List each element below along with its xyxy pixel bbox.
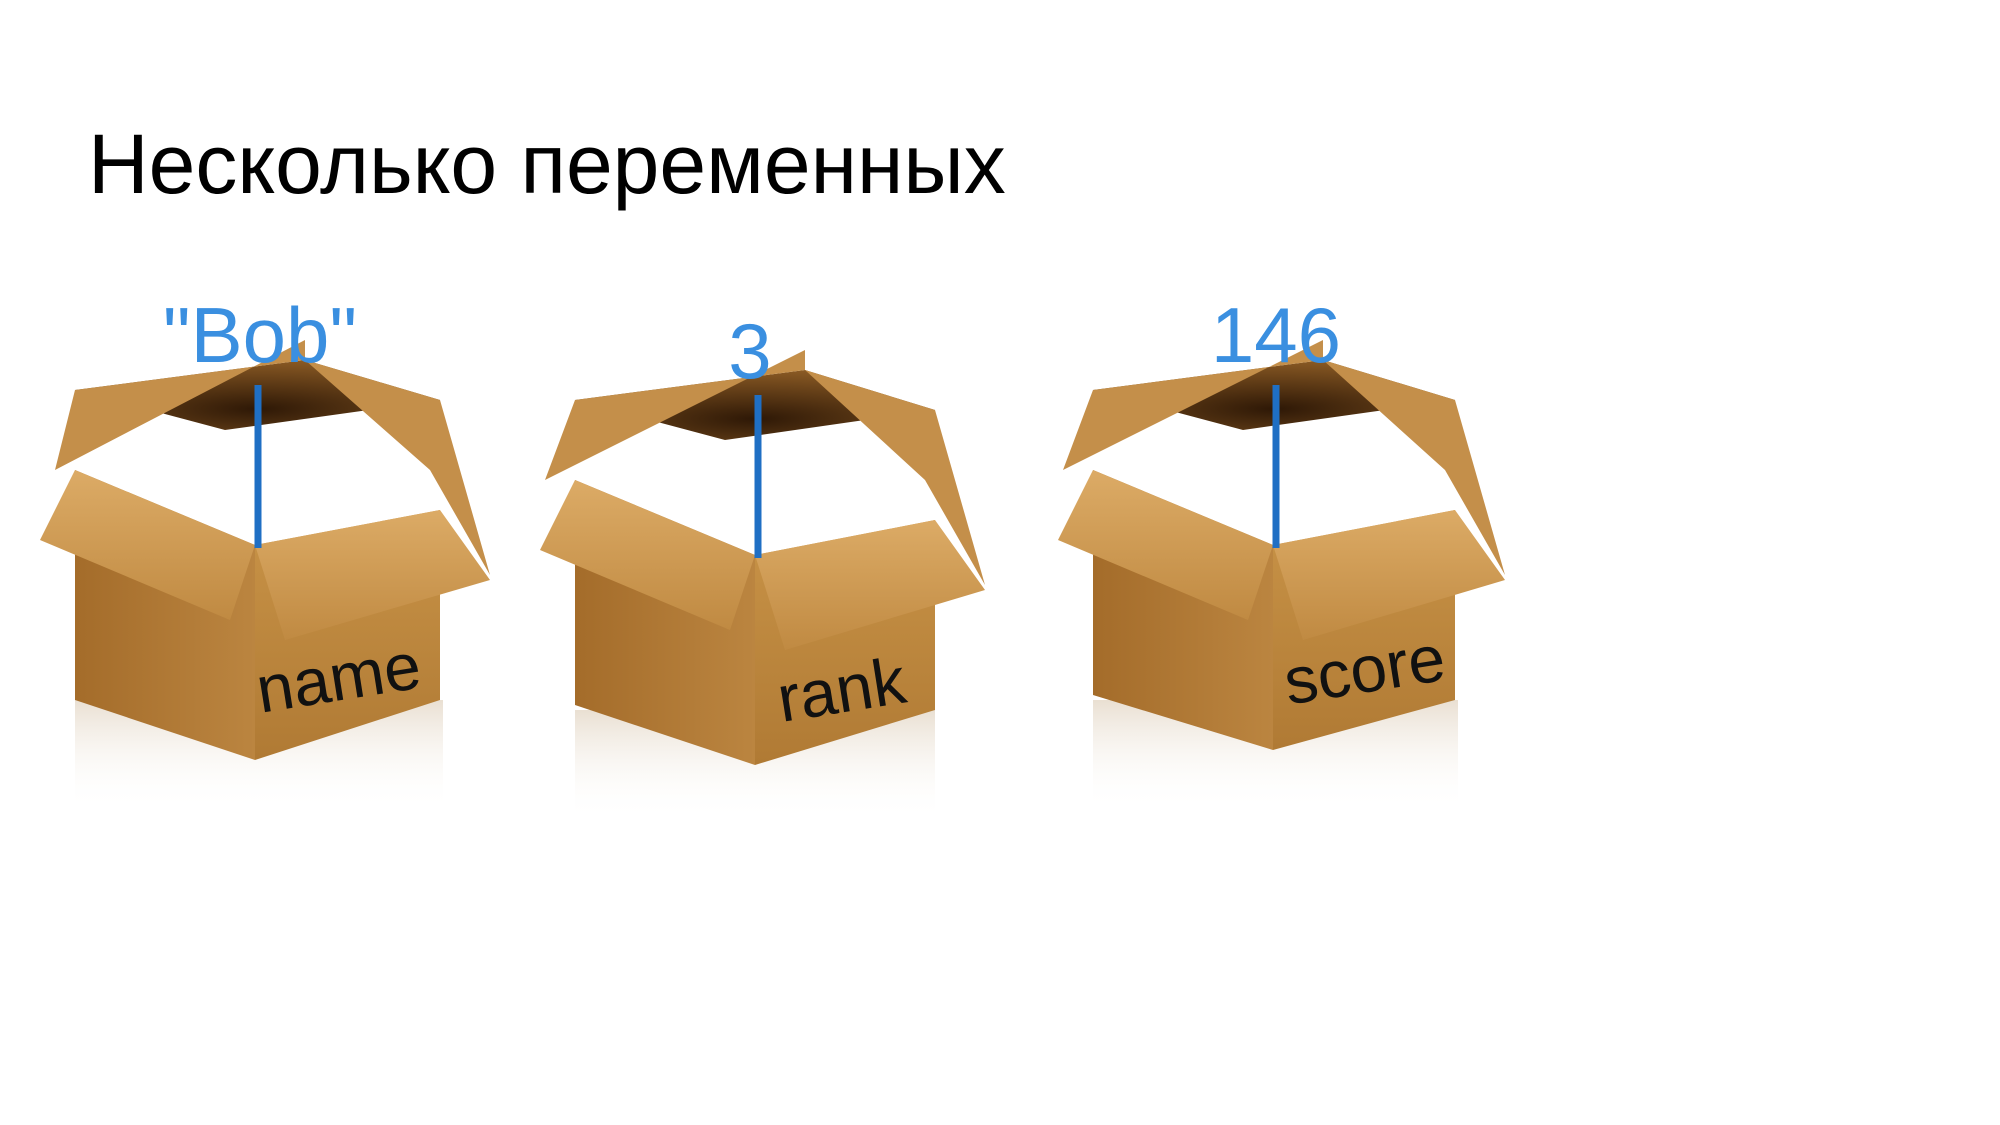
box-flap-right <box>1273 510 1505 640</box>
box-back-flap-left <box>1063 340 1323 470</box>
box-flap-left <box>540 480 755 630</box>
variable-box-score: 146 score <box>1058 291 1505 810</box>
box-flap-left <box>40 470 255 620</box>
box-back-flap-right <box>1323 360 1505 575</box>
variable-box-rank: 3 rank <box>540 307 985 820</box>
box-back-flap-right <box>305 360 490 575</box>
variable-value: 146 <box>1211 291 1341 379</box>
box-back-flap-right <box>805 370 985 585</box>
box-flap-right <box>255 510 490 640</box>
variable-value: "Bob" <box>163 291 357 379</box>
slide-title: Несколько переменных <box>88 117 1006 211</box>
box-back-flap-left <box>55 340 305 470</box>
box-back-flap-left <box>545 350 805 480</box>
variable-value: 3 <box>728 307 771 395</box>
box-flap-right <box>755 520 985 650</box>
variable-box-name: "Bob" name <box>40 291 490 810</box>
box-flap-left <box>1058 470 1273 620</box>
